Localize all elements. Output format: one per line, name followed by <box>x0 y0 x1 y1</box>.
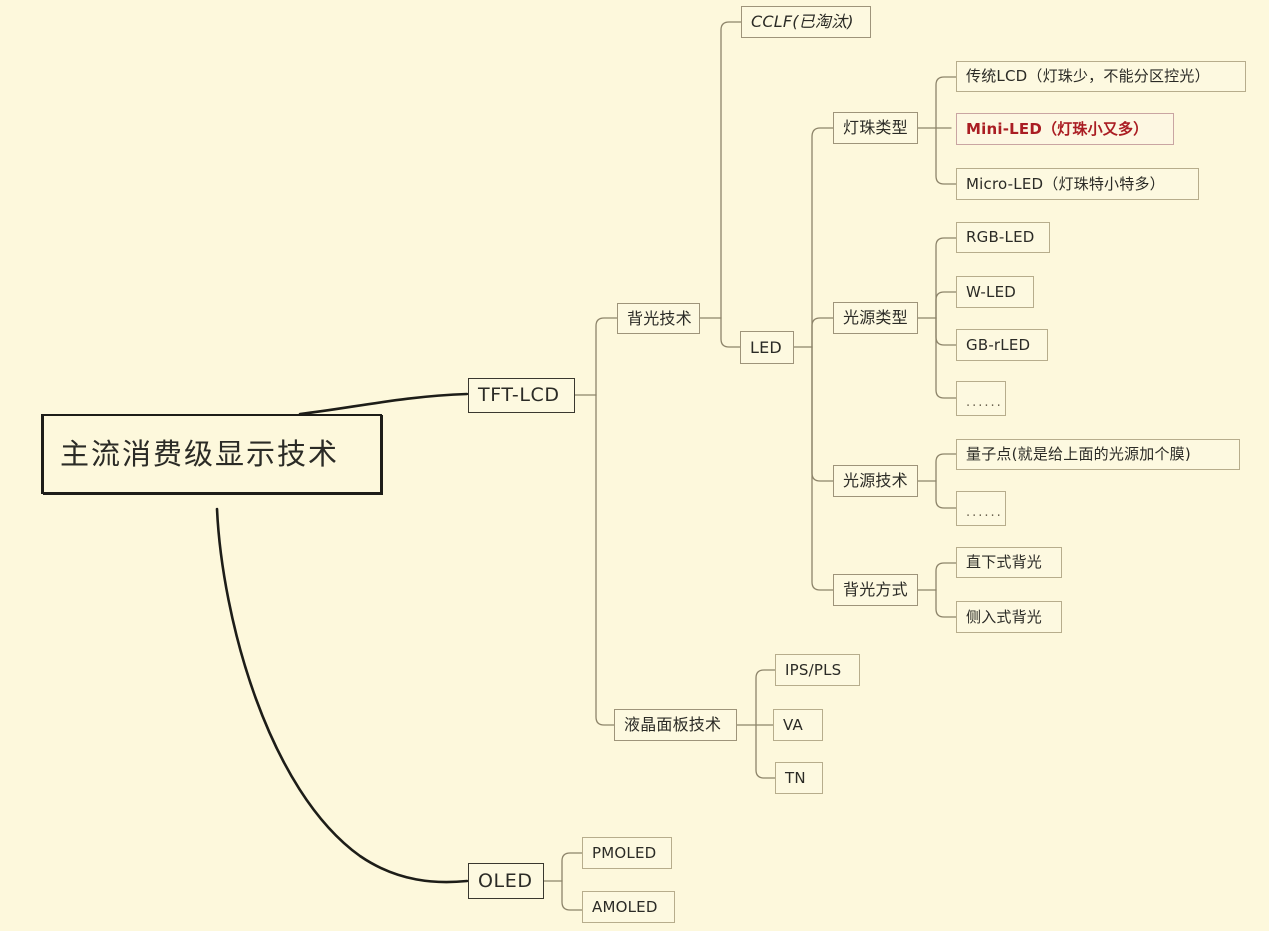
edge-backlight-cclf <box>720 21 742 319</box>
node-ips-pls-label: IPS/PLS <box>785 660 842 679</box>
node-source-type-label: 光源类型 <box>843 308 908 327</box>
node-tn[interactable]: TN <box>775 762 823 794</box>
node-amoled-label: AMOLED <box>592 897 658 916</box>
node-rgb-led-label: RGB-LED <box>966 228 1035 246</box>
edge-oled-amoled <box>561 880 583 911</box>
node-cclf[interactable]: CCLF(已淘汰) <box>741 6 871 38</box>
edge-backlightmode-direct <box>935 562 957 591</box>
node-source-tech-more-label: ...... <box>966 505 1003 520</box>
edge-led-beadtype <box>811 127 834 348</box>
node-w-led[interactable]: W-LED <box>956 276 1034 308</box>
edge-tftlcd-backlight <box>595 317 618 396</box>
edge-sourcetype-rgb <box>935 237 957 319</box>
node-lcd-panel-tech[interactable]: 液晶面板技术 <box>614 709 737 741</box>
edge-sourcetech-more <box>935 480 957 509</box>
node-source-tech-label: 光源技术 <box>843 471 908 490</box>
node-w-led-label: W-LED <box>966 282 1017 301</box>
edge-led-backlightmode <box>811 346 834 591</box>
node-source-tech[interactable]: 光源技术 <box>833 465 918 497</box>
node-micro-led-label: Micro-LED（灯珠特小特多） <box>966 174 1165 193</box>
node-source-type-more-label: ...... <box>966 395 1003 410</box>
node-quantum-dot-label: 量子点(就是给上面的光源加个膜) <box>966 445 1191 463</box>
node-bead-type[interactable]: 灯珠类型 <box>833 112 918 144</box>
node-edge-backlight[interactable]: 侧入式背光 <box>956 601 1062 633</box>
node-oled[interactable]: OLED <box>468 863 544 899</box>
node-ips-pls[interactable]: IPS/PLS <box>775 654 860 686</box>
node-source-type[interactable]: 光源类型 <box>833 302 918 334</box>
node-direct-backlight-label: 直下式背光 <box>966 553 1043 571</box>
node-amoled[interactable]: AMOLED <box>582 891 675 923</box>
edge-led-sourcetech <box>811 346 834 482</box>
node-bead-type-label: 灯珠类型 <box>843 118 908 137</box>
node-led[interactable]: LED <box>740 331 794 364</box>
edge-backlight-led <box>720 317 741 348</box>
node-oled-label: OLED <box>478 869 533 892</box>
edge-sourcetype-wled <box>935 291 957 319</box>
edge-backlightmode-edge <box>935 589 957 618</box>
edge-led-sourcetype <box>811 317 834 348</box>
node-tn-label: TN <box>785 768 806 787</box>
edge-sourcetype-gbrled <box>935 317 957 346</box>
node-backlight-tech-label: 背光技术 <box>627 308 692 328</box>
node-tft-lcd-label: TFT-LCD <box>478 384 560 406</box>
node-lcd-panel-tech-label: 液晶面板技术 <box>624 715 722 734</box>
node-backlight-mode[interactable]: 背光方式 <box>833 574 918 606</box>
node-mini-led[interactable]: Mini-LED（灯珠小又多） <box>956 113 1174 145</box>
node-source-tech-more[interactable]: ...... <box>956 491 1006 526</box>
node-mini-led-label: Mini-LED（灯珠小又多） <box>966 119 1149 138</box>
node-trad-lcd[interactable]: 传统LCD（灯珠少，不能分区控光） <box>956 61 1246 92</box>
node-micro-led[interactable]: Micro-LED（灯珠特小特多） <box>956 168 1199 200</box>
node-quantum-dot[interactable]: 量子点(就是给上面的光源加个膜) <box>956 439 1240 470</box>
node-direct-backlight[interactable]: 直下式背光 <box>956 547 1062 578</box>
node-pmoled-label: PMOLED <box>592 843 657 862</box>
node-edge-backlight-label: 侧入式背光 <box>966 607 1043 626</box>
node-pmoled[interactable]: PMOLED <box>582 837 672 869</box>
node-root[interactable]: 主流消费级显示技术 <box>42 414 382 494</box>
edge-beadtype-tradlcd <box>935 76 957 129</box>
edge-root-oled <box>215 507 469 884</box>
node-gb-rled-label: GB-rLED <box>966 335 1031 354</box>
node-led-label: LED <box>750 337 782 357</box>
node-backlight-tech[interactable]: 背光技术 <box>617 303 700 334</box>
node-source-type-more[interactable]: ...... <box>956 381 1006 416</box>
node-root-label: 主流消费级显示技术 <box>60 436 340 471</box>
node-gb-rled[interactable]: GB-rLED <box>956 329 1048 361</box>
node-va-label: VA <box>783 715 803 734</box>
node-rgb-led[interactable]: RGB-LED <box>956 222 1050 253</box>
node-trad-lcd-label: 传统LCD（灯珠少，不能分区控光） <box>966 67 1210 85</box>
node-backlight-mode-label: 背光方式 <box>843 580 908 599</box>
edge-root-tftlcd <box>298 392 469 416</box>
edge-beadtype-microlled <box>935 127 957 185</box>
node-tft-lcd[interactable]: TFT-LCD <box>468 378 575 413</box>
edge-sourcetech-qd <box>935 453 957 482</box>
edge-oled-pmoled <box>561 852 583 882</box>
node-cclf-label: CCLF(已淘汰) <box>751 12 854 31</box>
edge-tftlcd-panel <box>595 394 615 726</box>
edge-sourcetype-more <box>935 317 957 399</box>
node-va[interactable]: VA <box>773 709 823 741</box>
